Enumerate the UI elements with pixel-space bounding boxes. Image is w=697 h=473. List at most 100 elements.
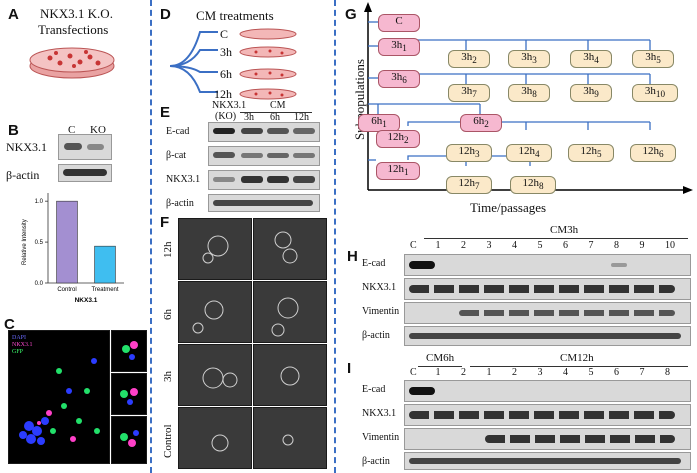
node-3h1: 3h1 <box>378 38 420 56</box>
chart-bar-treatment <box>94 245 116 284</box>
node-12h7: 12h7 <box>446 176 492 194</box>
chart-xtick-label-0: Control <box>57 287 76 293</box>
panel-h-row-actin: β-actin <box>362 330 390 341</box>
node-3h9: 3h9 <box>570 84 612 102</box>
node-6h2: 6h2 <box>460 114 502 132</box>
panel-i-blot-actin <box>404 452 691 470</box>
panel-f-row-3h: 3h <box>162 371 174 382</box>
panel-f-img-3h-b <box>253 344 327 406</box>
panel-f-img-ctrl-a <box>178 407 252 469</box>
panel-a-title-2: Transfections <box>38 22 109 37</box>
panel-i-cm12: CM12h <box>560 352 594 364</box>
node-3h3: 3h3 <box>508 50 550 68</box>
panel-i-blot-ecad <box>404 380 691 402</box>
cells-image <box>19 358 100 445</box>
panel-d-cond-3h: 3h <box>220 45 232 59</box>
node-3h5: 3h5 <box>632 50 674 68</box>
panel-i-row-vim: Vimentin <box>362 432 400 443</box>
panel-g-xlabel: Time/passages <box>470 200 547 215</box>
legend-nkx: NKX3.1 <box>12 342 33 348</box>
chart-xtick-label-1: Treatment <box>91 287 118 293</box>
chart-ytick-label-1: 0.5 <box>35 240 44 246</box>
panel-b-lane-ko: KO <box>90 124 106 136</box>
chart-ytick-label-2: 1.0 <box>35 199 44 205</box>
panel-e-row-actin: β-actin <box>166 198 194 209</box>
panel-f-img-ctrl-b <box>253 407 327 469</box>
node-12h3: 12h3 <box>446 144 492 162</box>
panel-h-lane-2: 2 <box>461 240 466 251</box>
panel-f-row-12h: 12h <box>162 241 174 259</box>
chart-ylabel: Relative Intensity <box>22 219 28 265</box>
panel-f-row-6h: 6h <box>162 309 174 320</box>
node-12h6: 12h6 <box>630 144 676 162</box>
node-12h4: 12h4 <box>506 144 552 162</box>
panel-f-cell-clusters <box>192 231 300 452</box>
panel-e-row-bcat: β-cat <box>166 150 187 161</box>
panel-e-blot-bcat <box>208 146 320 166</box>
panel-i-blot-nkx <box>404 404 691 426</box>
divider-right <box>334 0 336 473</box>
panel-i-cm6-line <box>418 366 462 367</box>
panel-h-blot-nkx <box>404 278 691 300</box>
panel-d-cond-c: C <box>220 27 229 41</box>
panel-f-label: F <box>160 214 170 231</box>
panel-b-label: B <box>8 122 19 139</box>
panel-h-row-ecad: E-cad <box>362 258 386 269</box>
panel-h-lane-6: 6 <box>563 240 568 251</box>
node-3h7: 3h7 <box>448 84 490 102</box>
chart-xlabel: NKX3.1 <box>75 297 98 304</box>
panel-d-label: D <box>160 6 171 23</box>
panel-h-lane-4: 4 <box>512 240 517 251</box>
panel-h-cm-label: CM3h <box>550 224 579 236</box>
panel-d-branch <box>169 28 297 100</box>
panel-c-label: C <box>4 316 15 333</box>
panel-h-blot-ecad <box>404 254 691 276</box>
panel-h-blot-actin <box>404 326 691 346</box>
panel-i-row-actin: β-actin <box>362 456 390 467</box>
panel-i-lane-5: 3 <box>537 367 543 378</box>
node-12h2: 12h2 <box>376 130 420 148</box>
chart-ytick-label-0: 0.0 <box>35 281 44 287</box>
panel-b-lane-c: C <box>68 124 76 136</box>
panel-i-lane-1: 1 <box>435 367 441 378</box>
node-3h6: 3h6 <box>378 70 420 88</box>
panel-e-lane-6h: 6h <box>270 112 280 123</box>
node-12h8: 12h8 <box>510 176 556 194</box>
panel-h-row-nkx: NKX3.1 <box>362 282 397 293</box>
panel-e-lane-3h: 3h <box>244 112 254 123</box>
panel-b-row-nkx: NKX3.1 <box>6 140 47 154</box>
panel-e-cm-line <box>240 112 312 113</box>
panel-c-inset-2 <box>111 373 147 415</box>
panel-h-label: H <box>347 248 358 265</box>
panel-i-label: I <box>347 360 352 377</box>
panel-i-lane-8: 6 <box>614 367 619 378</box>
chart-bar-control <box>56 200 78 284</box>
panel-h-lane-0: C <box>410 240 417 251</box>
panel-i-lane-3: 1 <box>486 367 492 378</box>
panel-e-blot-nkx <box>208 170 320 190</box>
panel-f-img-6h-b <box>253 281 327 343</box>
panel-b-row-actin: β-actin <box>6 168 40 182</box>
panel-h-lane-10: 10 <box>665 240 675 251</box>
panel-f-img-6h-a <box>178 281 252 343</box>
panel-c-inset-1 <box>111 330 147 372</box>
panel-i-cm6: CM6h <box>426 352 455 364</box>
node-3h10: 3h10 <box>632 84 678 102</box>
panel-b-blot-actin <box>58 164 112 182</box>
node-3h4: 3h4 <box>570 50 612 68</box>
panel-h-cm-line <box>424 238 688 239</box>
panel-f-img-3h-a <box>178 344 252 406</box>
panel-i-blot-vim <box>404 428 691 450</box>
panel-i-lane-10: 8 <box>665 367 670 378</box>
panel-d-cond-12h: 12h <box>214 87 232 101</box>
panel-e-hdr-ko: (KO) <box>215 111 237 122</box>
panel-d-cond-6h: 6h <box>220 67 232 81</box>
petri-dish-icon <box>29 47 115 79</box>
panel-i-cm12-line <box>470 366 688 367</box>
node-3h8: 3h8 <box>508 84 550 102</box>
panel-e-hdr-nkx: NKX3.1 <box>212 100 247 111</box>
legend-gfp: GFP <box>12 349 24 355</box>
panel-a-label: A <box>8 6 19 23</box>
panel-i-lane-4: 2 <box>512 367 517 378</box>
